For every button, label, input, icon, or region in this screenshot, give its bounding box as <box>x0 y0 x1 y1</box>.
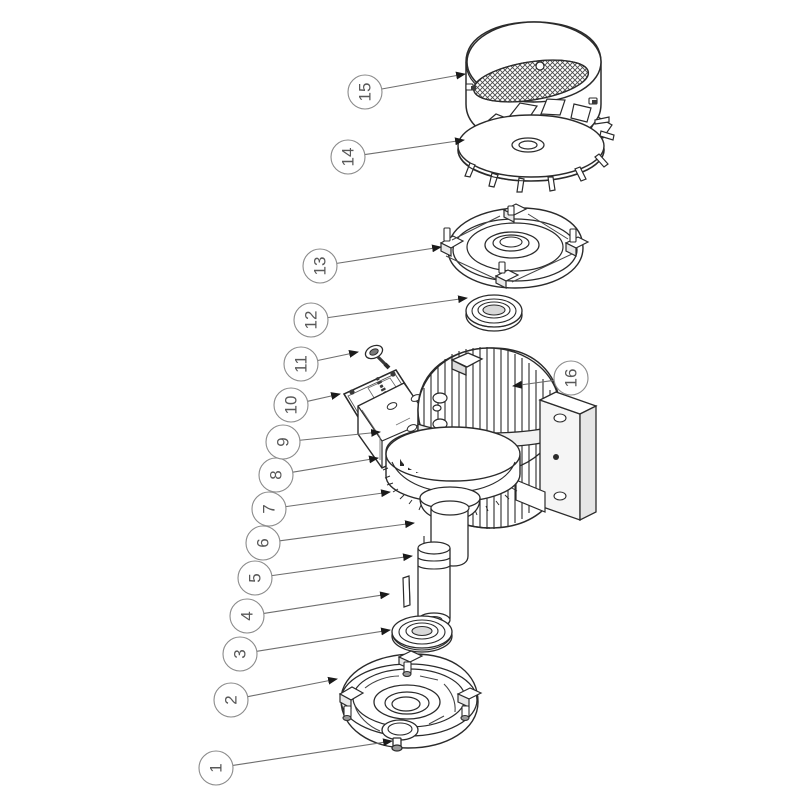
leader-line-13 <box>336 244 442 264</box>
leader-line-14 <box>364 137 465 156</box>
de-bracket-bolts <box>342 661 470 722</box>
part-rotor-assembly <box>382 426 521 521</box>
fan-blades-lower <box>464 116 615 193</box>
callout-circle-16 <box>553 360 589 396</box>
leader-line-8 <box>292 455 379 473</box>
callout-leader-lines <box>232 71 555 766</box>
callout-label-8: 8 <box>267 470 286 479</box>
callout-label-15: 15 <box>356 83 375 102</box>
leader-line-2 <box>247 676 338 698</box>
callout-label-16: 16 <box>562 369 581 388</box>
leader-line-15 <box>381 71 466 90</box>
callout-label-14: 14 <box>339 148 358 167</box>
leader-line-12 <box>327 295 468 319</box>
callout-circle-5 <box>237 560 273 596</box>
callout-3-drive-end-bearing[interactable]: 3 <box>222 636 258 672</box>
callout-circle-10 <box>273 387 309 423</box>
callout-circle-6 <box>245 525 281 561</box>
callout-circle-11 <box>283 346 319 382</box>
part-non-drive-end-bracket <box>439 203 590 289</box>
callout-16-stator-frame-housing[interactable]: 16 <box>553 360 589 396</box>
callout-circle-9 <box>265 424 301 460</box>
part-non-drive-end-bearing <box>465 294 523 332</box>
de-bracket-drain-bolt <box>381 719 419 752</box>
callout-label-13: 13 <box>311 257 330 276</box>
part-drive-end-bracket <box>338 650 483 752</box>
callout-label-2: 2 <box>222 695 241 704</box>
callout-1-drive-end-bracket-bolt[interactable]: 1 <box>198 750 234 786</box>
leader-line-10 <box>307 392 341 402</box>
callout-label-10: 10 <box>282 396 301 415</box>
part-lifting-eyebolt <box>364 344 391 370</box>
leader-line-5 <box>271 553 413 577</box>
callout-circle-2 <box>213 682 249 718</box>
leader-line-1 <box>232 738 393 766</box>
callout-15-fan-cover[interactable]: 15 <box>347 74 383 110</box>
leader-line-3 <box>256 627 391 652</box>
callout-4-shaft-key[interactable]: 4 <box>229 598 265 634</box>
leader-line-6 <box>279 520 415 542</box>
stator-mounting-foot <box>515 391 598 522</box>
callout-11-lifting-eyebolt[interactable]: 11 <box>283 346 319 382</box>
leader-line-9 <box>299 428 381 441</box>
callout-14-cooling-fan[interactable]: 14 <box>330 139 366 175</box>
callout-2-drive-end-bracket[interactable]: 2 <box>213 682 249 718</box>
callout-circle-3 <box>222 636 258 672</box>
de-bracket-webs <box>354 675 456 732</box>
part-drive-end-bearing <box>391 615 453 653</box>
callout-5-shaft[interactable]: 5 <box>237 560 273 596</box>
callout-label-9: 9 <box>274 437 293 446</box>
callout-10-terminal-box-cover[interactable]: 10 <box>273 387 309 423</box>
callout-label-1: 1 <box>207 763 226 772</box>
callout-circle-12 <box>293 302 329 338</box>
part-shaft-key <box>402 575 411 608</box>
callout-label-6: 6 <box>254 538 273 547</box>
callout-label-5: 5 <box>246 573 265 582</box>
leader-line-16 <box>512 379 555 389</box>
callout-circle-1 <box>198 750 234 786</box>
callout-label-7: 7 <box>260 504 279 513</box>
leader-line-11 <box>317 349 359 362</box>
callout-label-12: 12 <box>302 311 321 330</box>
part-fan-cover <box>465 21 602 145</box>
callout-6-rotor-shaft-step[interactable]: 6 <box>245 525 281 561</box>
nde-bracket-bolts <box>443 205 577 274</box>
callout-7-rotor-assembly[interactable]: 7 <box>251 491 287 527</box>
part-shaft <box>417 500 470 630</box>
callout-8-stator-winding[interactable]: 8 <box>258 457 294 493</box>
callout-circle-7 <box>251 491 287 527</box>
callout-label-3: 3 <box>231 649 250 658</box>
de-bracket-bolt-bosses <box>338 650 483 710</box>
callout-label-11: 11 <box>292 355 311 373</box>
callout-label-4: 4 <box>238 611 257 620</box>
callout-circle-14 <box>330 139 366 175</box>
leader-line-4 <box>263 591 390 614</box>
part-cooling-fan <box>457 98 615 193</box>
callout-circle-4 <box>229 598 265 634</box>
callout-9-terminal-box-base[interactable]: 9 <box>265 424 301 460</box>
callout-12-non-drive-end-bearing[interactable]: 12 <box>293 302 329 338</box>
callout-13-non-drive-end-bracket[interactable]: 13 <box>302 248 338 284</box>
callout-circle-13 <box>302 248 338 284</box>
leader-line-7 <box>285 489 391 508</box>
callout-circle-15 <box>347 74 383 110</box>
